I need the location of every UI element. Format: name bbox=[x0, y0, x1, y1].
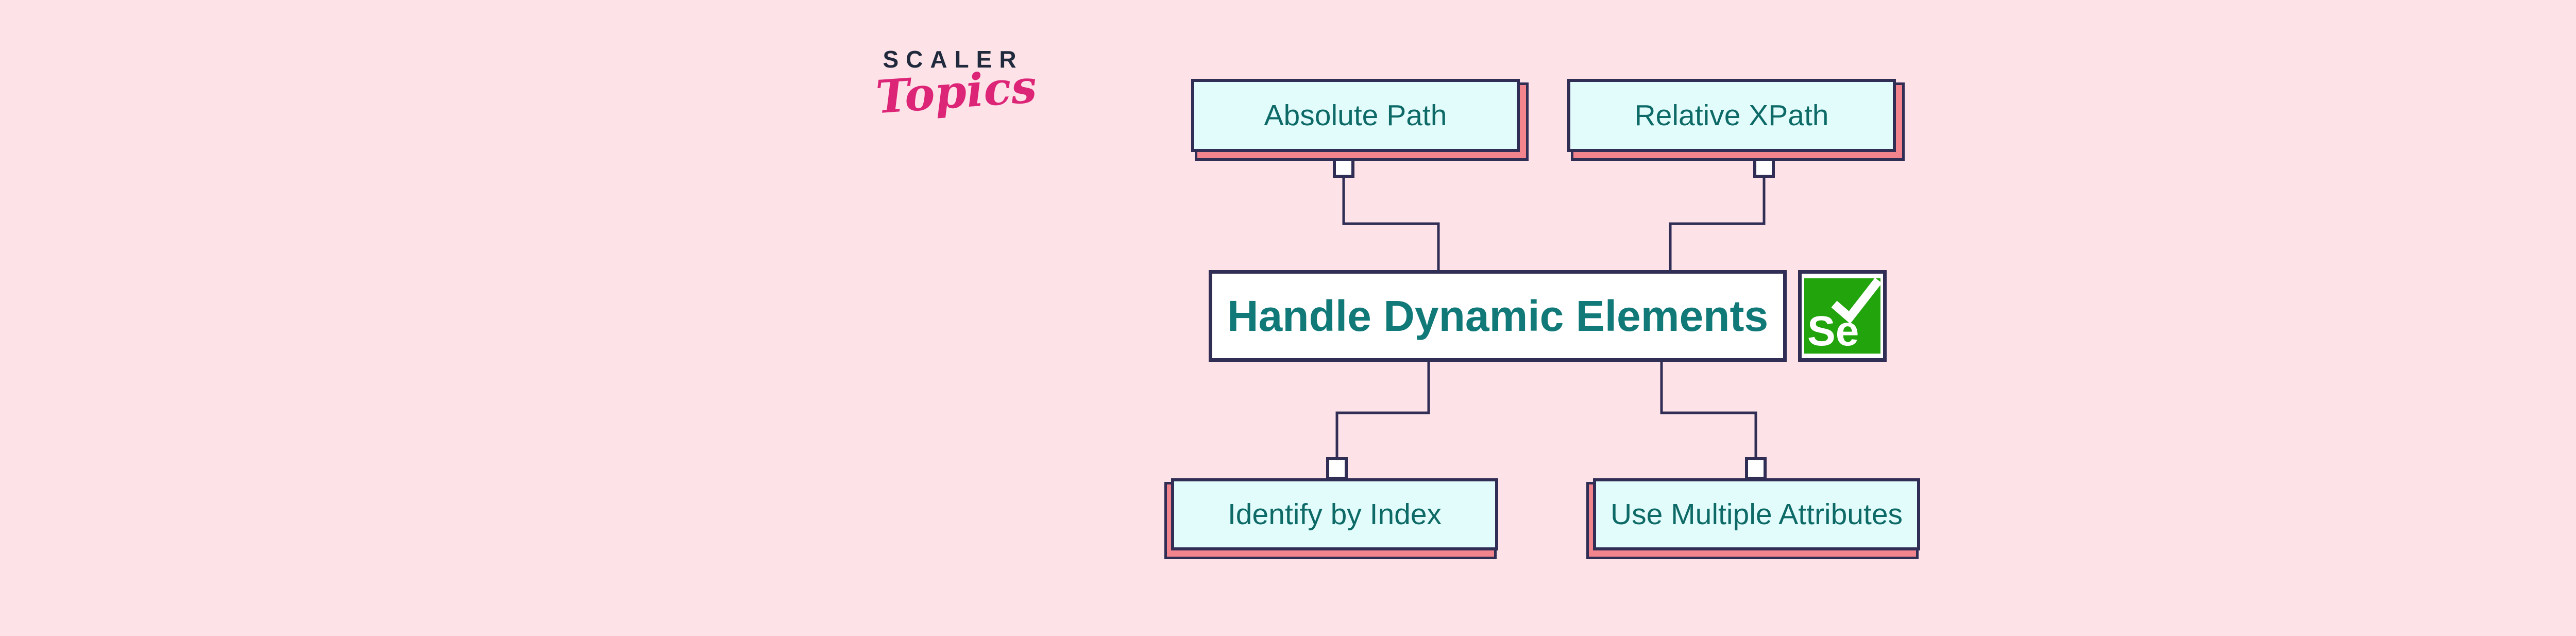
node-relative-xpath: Relative XPath bbox=[1567, 79, 1896, 152]
logo-wordmark-scaler: SCALER bbox=[883, 46, 1024, 73]
scaler-topics-logo: SCALER Topics bbox=[874, 46, 1039, 124]
node-label: Use Multiple Attributes bbox=[1610, 498, 1903, 531]
connector-anchor bbox=[1326, 457, 1348, 480]
node-label: Absolute Path bbox=[1264, 99, 1447, 132]
connector-anchor bbox=[1745, 457, 1767, 480]
connector-anchor bbox=[1753, 155, 1775, 178]
connector-absolute-path bbox=[1342, 175, 1440, 272]
connector-relative-xpath bbox=[1669, 175, 1766, 272]
selenium-icon-box: Se bbox=[1798, 270, 1887, 362]
node-handle-dynamic-elements: Handle Dynamic Elements bbox=[1209, 270, 1787, 362]
node-identify-by-index: Identify by Index bbox=[1171, 478, 1498, 550]
connector-identify-by-index bbox=[1335, 361, 1430, 462]
check-icon bbox=[1831, 278, 1880, 324]
selenium-se-label: Se bbox=[1807, 308, 1859, 355]
selenium-icon: Se bbox=[1804, 278, 1880, 354]
node-label: Identify by Index bbox=[1227, 498, 1442, 531]
node-use-multiple-attributes: Use Multiple Attributes bbox=[1593, 478, 1920, 550]
connector-use-multiple-attributes bbox=[1660, 361, 1757, 462]
connector-anchor bbox=[1333, 155, 1354, 178]
node-absolute-path: Absolute Path bbox=[1191, 79, 1520, 152]
node-label: Relative XPath bbox=[1634, 99, 1829, 132]
node-label: Handle Dynamic Elements bbox=[1227, 291, 1769, 340]
